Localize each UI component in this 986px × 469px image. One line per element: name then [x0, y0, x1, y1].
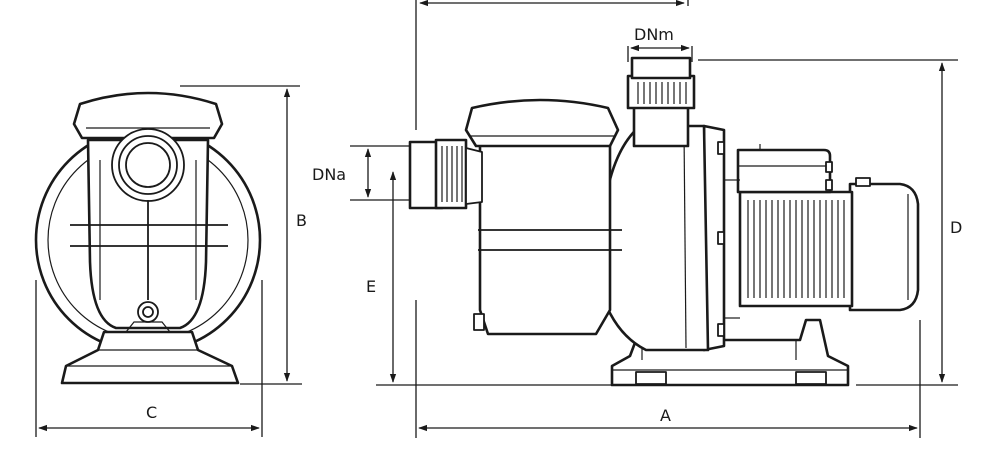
front-strainer-lid	[72, 91, 224, 140]
dimension-label-dna: DNa	[312, 165, 346, 184]
front-dimensions: B C	[35, 85, 307, 437]
discharge-outlet	[630, 56, 692, 80]
motor-base	[610, 318, 850, 387]
dimension-label-dnm: DNm	[634, 25, 674, 44]
strainer-lid	[464, 98, 620, 148]
pump-volute	[602, 124, 710, 352]
dimension-label-b: B	[296, 211, 307, 230]
dimension-label-e: E	[366, 277, 376, 296]
dimension-label-a: A	[660, 406, 671, 425]
discharge-pipe	[632, 104, 690, 148]
strainer-body	[478, 138, 612, 336]
dimension-label-c: C	[146, 403, 157, 422]
inlet-union-ridges	[441, 146, 463, 202]
terminal-box	[736, 148, 832, 194]
dimension-label-d: D	[950, 218, 962, 237]
front-base-foot	[60, 330, 240, 385]
motor-fins	[747, 200, 845, 298]
side-dimensions: DNm DNa E D A	[312, 25, 962, 438]
side-view	[408, 0, 920, 387]
discharge-union-ridges	[637, 82, 687, 104]
motor-rear-cap	[848, 182, 920, 312]
front-view	[34, 91, 262, 385]
front-inlet-port	[125, 142, 171, 188]
